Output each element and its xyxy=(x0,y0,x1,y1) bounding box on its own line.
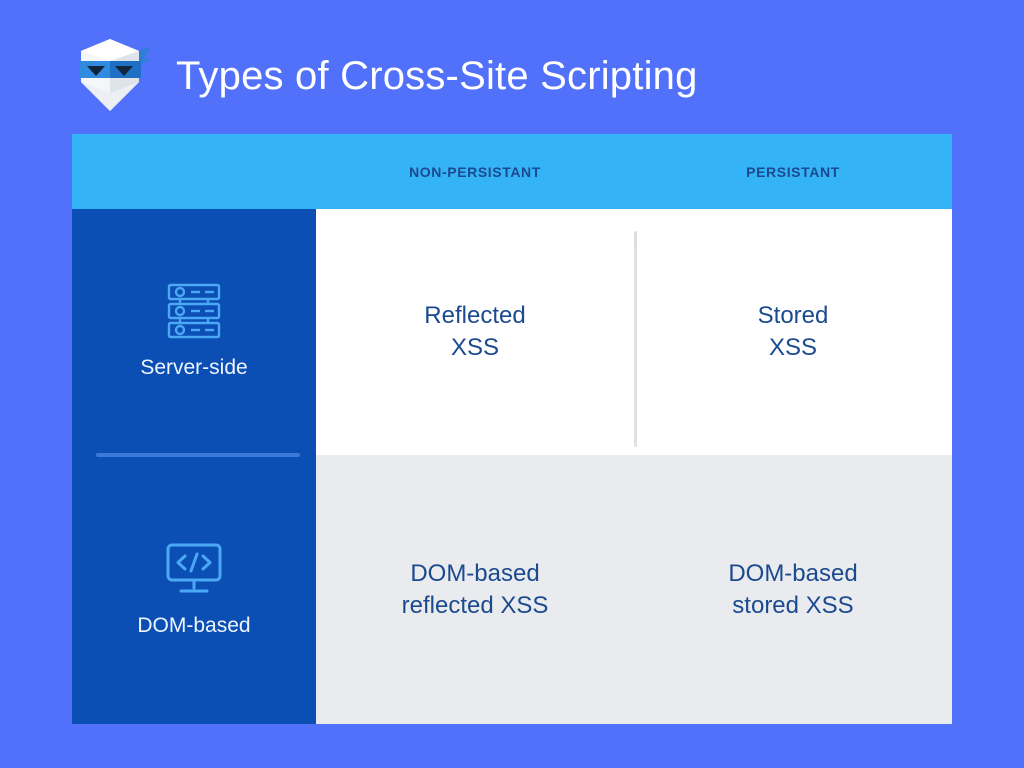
cell-dom-reflected-line1: DOM-based xyxy=(410,559,540,587)
cell-dom-stored-line1: DOM-based xyxy=(728,559,858,587)
cell-dom-based-reflected-xss: DOM-based reflected XSS xyxy=(316,455,634,724)
row-header-dom-based: DOM-based xyxy=(72,453,316,724)
matrix-column-header-band: NON-PERSISTANT PERSISTANT xyxy=(72,134,952,209)
cell-dom-stored-line2: stored XSS xyxy=(732,591,854,619)
matrix-row-dom-based: DOM-based reflected XSS DOM-based stored… xyxy=(316,455,952,724)
cell-stored-xss-line2: XSS xyxy=(768,334,818,361)
matrix-row-header-column: Server-side DOM-based xyxy=(72,209,316,724)
column-header-non-persistant: NON-PERSISTANT xyxy=(409,163,541,180)
cell-reflected-xss: Reflected XSS xyxy=(316,209,634,455)
row-label-dom-based: DOM-based xyxy=(137,613,251,637)
header-corner-spacer xyxy=(72,134,316,209)
column-divider-bottom-row xyxy=(634,247,637,447)
page-title: Types of Cross-Site Scripting xyxy=(176,54,698,98)
xss-types-matrix: NON-PERSISTANT PERSISTANT xyxy=(72,134,952,724)
cell-dom-based-stored-xss: DOM-based stored XSS xyxy=(634,455,952,724)
cell-reflected-xss-line2: XSS xyxy=(450,334,499,361)
cell-dom-reflected-line2: reflected XSS xyxy=(401,591,549,619)
row-header-divider xyxy=(96,453,300,457)
cell-reflected-xss-line1: Reflected xyxy=(424,302,526,330)
column-header-persistant: PERSISTANT xyxy=(746,163,840,180)
page-header: Types of Cross-Site Scripting xyxy=(72,32,698,120)
ninja-shield-icon xyxy=(79,39,152,111)
row-header-server-side: Server-side xyxy=(72,209,316,453)
monitor-code-icon xyxy=(166,543,222,593)
server-rack-icon xyxy=(167,284,221,339)
cell-stored-xss: Stored XSS xyxy=(634,209,952,455)
matrix-body: Reflected XSS Stored XSS DOM-based refle… xyxy=(316,209,952,724)
row-label-server-side: Server-side xyxy=(140,356,248,380)
cell-stored-xss-line1: Stored xyxy=(757,302,829,330)
